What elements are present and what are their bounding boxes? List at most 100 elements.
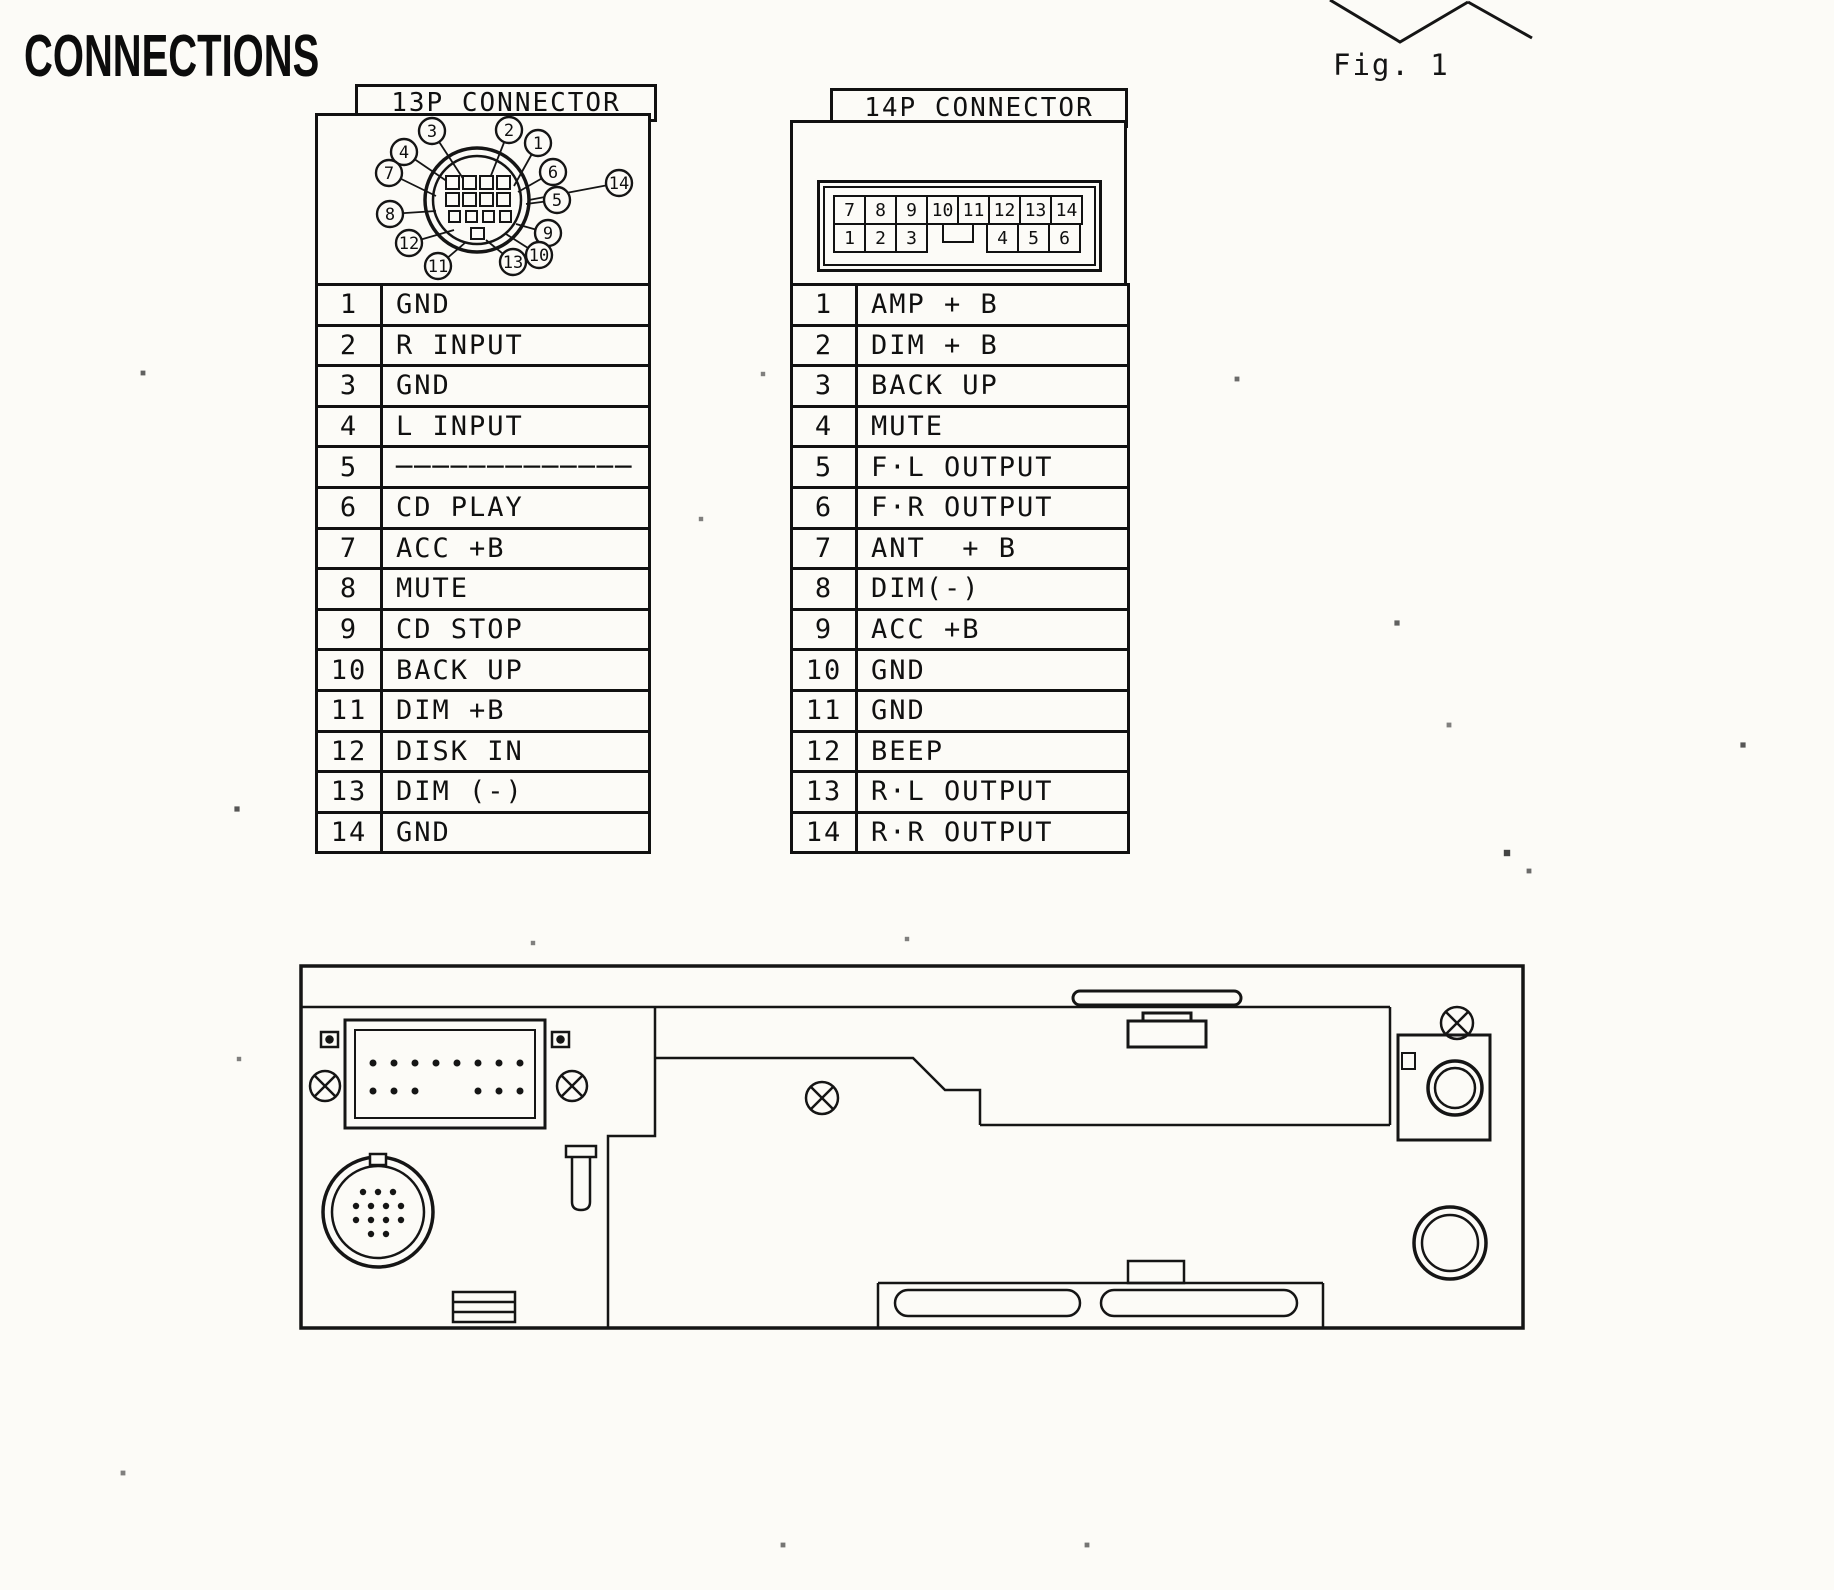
table-row: 12 BEEP — [793, 732, 1127, 774]
pin-number-cell: 10 — [793, 651, 858, 689]
table-row: 4 MUTE — [793, 407, 1127, 449]
pin-label-cell: BEEP — [871, 735, 945, 767]
key-notch-icon — [942, 223, 974, 243]
pin-number-cell: 7 — [318, 529, 383, 568]
table-row: 11 GND — [793, 691, 1127, 733]
pin-cell: 10 — [926, 195, 959, 225]
mount-tab-icons — [319, 1030, 571, 1049]
pin-number-cell: 1 — [793, 286, 858, 324]
pin-number-cell: 9 — [318, 610, 383, 649]
pin-label-cell: DIM +B — [396, 695, 506, 727]
callout-number: 13 — [503, 253, 523, 273]
pin-number-cell: 13 — [793, 773, 858, 811]
connector-key-notch — [926, 223, 988, 253]
harness-socket — [343, 1018, 547, 1130]
table-row: 7 ACC +B — [318, 529, 648, 571]
vent-slot — [1071, 989, 1243, 1007]
din-pin-squares — [445, 175, 512, 240]
harness-socket-pins — [369, 1059, 524, 1095]
pin-cell: 12 — [988, 195, 1021, 225]
pin-label-cell: GND — [396, 370, 451, 402]
pin-number-cell: 1 — [318, 286, 383, 324]
pin-number-cell: 5 — [793, 448, 858, 486]
table-row: 13 DIM (-) — [318, 773, 648, 814]
callout-number: 5 — [552, 191, 562, 211]
pin-number-cell: 3 — [793, 367, 858, 405]
table-row: 12 DISK IN — [318, 732, 648, 774]
pin-number-cell: 11 — [793, 691, 858, 730]
pin-label-cell: GND — [871, 695, 926, 727]
pin-label-cell: ACC +B — [396, 532, 506, 564]
pin-number-cell: 4 — [793, 407, 858, 446]
page-corner-arrow-icon — [1329, 0, 1533, 44]
pin-label-cell: DISK IN — [396, 735, 524, 767]
bracket-clip — [1126, 1011, 1208, 1049]
table-row: 1 GND — [318, 286, 648, 327]
table-row: 3 GND — [318, 367, 648, 408]
table-row: 2 R INPUT — [318, 326, 648, 368]
pin-cell: 8 — [864, 195, 897, 225]
pin-number-cell: 10 — [318, 651, 383, 689]
pin-label-cell: F·R OUTPUT — [871, 492, 1054, 524]
pin-number-cell: 4 — [318, 407, 383, 446]
pin-label-cell: CD PLAY — [396, 492, 524, 524]
callout-circles — [374, 115, 634, 281]
bolt-part — [564, 1144, 598, 1212]
pin-label-cell: MUTE — [396, 573, 470, 605]
pin-label-cell: GND — [396, 817, 451, 849]
pin-number-cell: 11 — [318, 691, 383, 730]
pin-label-cell: AMP + B — [871, 289, 999, 321]
table-row: 14 R·R OUTPUT — [793, 813, 1127, 852]
table-row: 10 BACK UP — [318, 651, 648, 692]
callout-number: 9 — [543, 224, 553, 244]
pin-number-cell: 6 — [793, 488, 858, 527]
pin-label-cell: CD STOP — [396, 614, 524, 646]
screw-icon — [804, 1080, 840, 1116]
table-row: 1 AMP + B — [793, 286, 1127, 327]
callout-number: 1 — [533, 134, 543, 154]
callout-numbers: 3 2 1 4 6 7 14 5 8 9 12 10 13 11 — [384, 121, 629, 277]
callout-number: 7 — [384, 164, 394, 184]
pin-number-cell: 14 — [318, 813, 383, 852]
pin-label-cell: BACK UP — [396, 654, 524, 686]
table-row: 3 BACK UP — [793, 367, 1127, 408]
pin-number-cell: 9 — [793, 610, 858, 649]
screw-icon — [308, 1069, 342, 1103]
figure-label: Fig. 1 — [1333, 48, 1450, 82]
pin-number-cell: 8 — [793, 570, 858, 608]
callout-number: 11 — [428, 257, 448, 277]
table-row: 8 MUTE — [318, 570, 648, 611]
callout-number: 8 — [385, 205, 395, 225]
page-title: CONNECTIONS — [24, 23, 320, 90]
table-row: 5 F·L OUTPUT — [793, 448, 1127, 489]
table-row: 14 GND — [318, 813, 648, 852]
pin-label-cell: MUTE — [871, 411, 945, 443]
din-connector-diagram: 3 2 1 4 6 7 14 5 8 9 12 10 13 11 — [374, 115, 634, 281]
callout-number: 10 — [529, 246, 549, 266]
pin-label-cell: ACC +B — [871, 614, 981, 646]
callout-number: 14 — [609, 174, 629, 194]
pin-number-cell: 2 — [793, 326, 858, 365]
rear-panel-outline — [299, 964, 1525, 1330]
pin-number-cell: 3 — [318, 367, 383, 405]
din-socket — [321, 1152, 435, 1269]
bottom-tray — [876, 1259, 1325, 1327]
pin-cell: 1 — [833, 223, 866, 253]
table-row: 11 DIM +B — [318, 691, 648, 733]
pin-number-cell: 7 — [793, 529, 858, 568]
table-row: 4 L INPUT — [318, 407, 648, 449]
callout-number: 12 — [399, 234, 419, 254]
bottom-clamp — [451, 1290, 517, 1324]
callout-number: 6 — [548, 163, 558, 183]
pin-number-cell: 2 — [318, 326, 383, 365]
pin-number-cell: 5 — [318, 448, 383, 486]
side-bracket — [1396, 1033, 1492, 1142]
rear-panel-drawing — [299, 964, 1525, 1330]
pin-label-cell: BACK UP — [871, 370, 999, 402]
